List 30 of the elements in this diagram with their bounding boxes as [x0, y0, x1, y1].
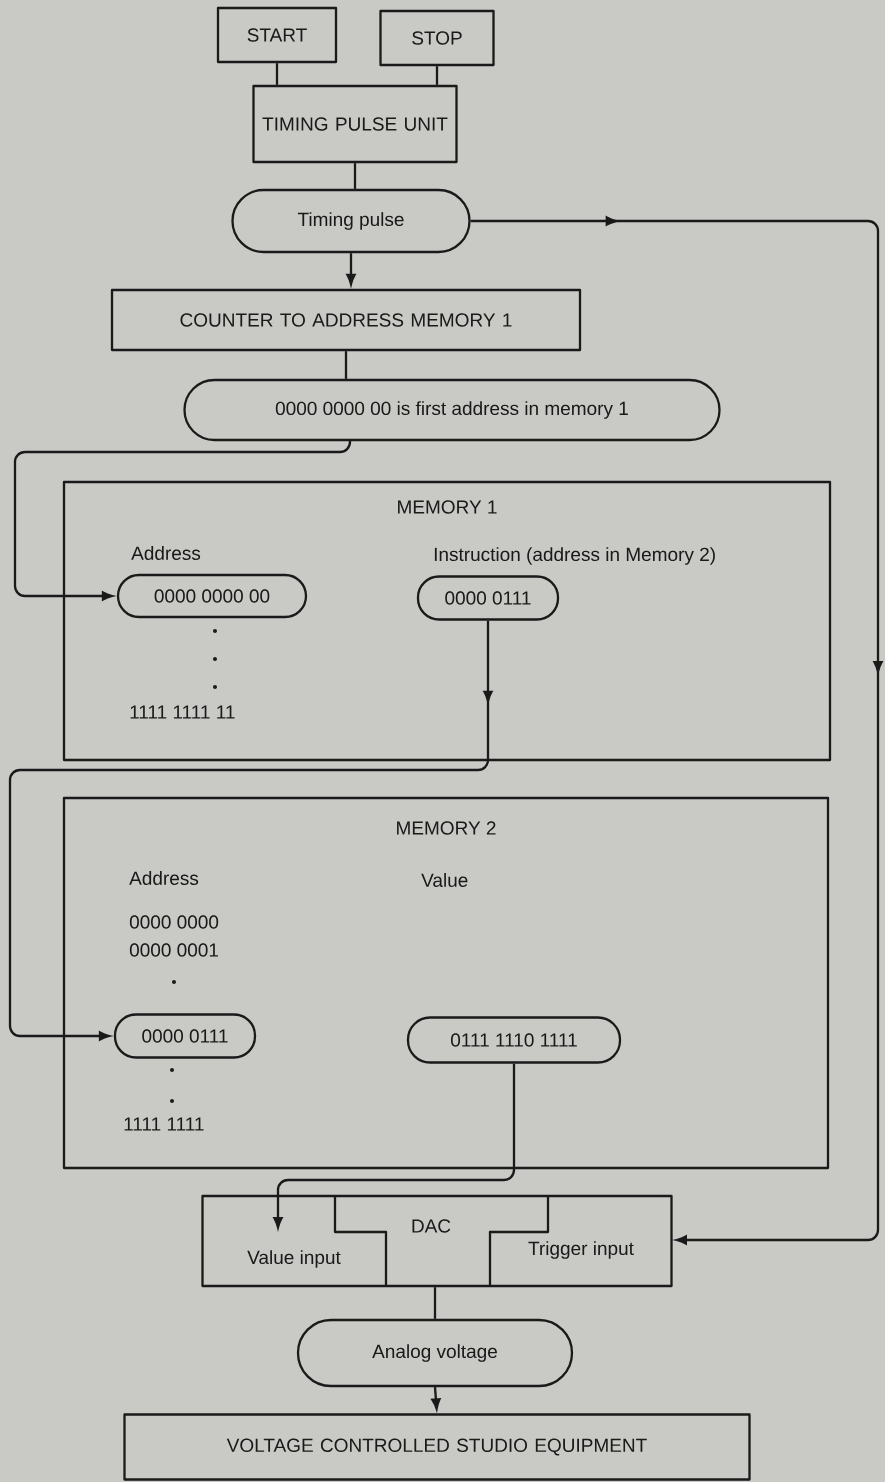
text-label: Value [421, 873, 468, 887]
connector-line [435, 66, 439, 85]
text-label: 1111 1111 11 [130, 705, 235, 719]
arrow [431, 1387, 441, 1410]
connector-line [275, 63, 279, 85]
connector-line [353, 163, 357, 189]
process-box: VOLTAGE CONTROLLED STUDIO EQUIPMENT [123, 1413, 751, 1481]
rounded-box: 0000 0111 [113, 1013, 257, 1059]
rounded-box: Analog voltage [296, 1318, 574, 1388]
process-box: STOP [379, 9, 495, 67]
arrow [8, 620, 493, 1041]
rounded-box: Timing pulse [231, 188, 471, 254]
process-box: TIMING PULSE UNIT [252, 84, 458, 164]
process-box: COUNTER TO ADDRESS MEMORY 1 [110, 288, 582, 352]
rounded-box: 0111 1110 1111 [406, 1016, 622, 1064]
rounded-box: 0000 0000 00 is first address in memory 1 [183, 378, 721, 442]
rounded-box: 0000 0000 00 [116, 573, 308, 619]
process-box: START [216, 6, 338, 64]
text-label: 1111 1111 [124, 1117, 204, 1131]
arrow [470, 216, 883, 1245]
text-label: 0000 0001 [129, 943, 218, 957]
connector-line [433, 1287, 437, 1319]
text-label: Address [129, 871, 199, 885]
connector-line [344, 351, 348, 379]
rounded-box: 0000 0111 [416, 575, 560, 621]
arrow [346, 253, 356, 286]
input-section: Value input [247, 1196, 388, 1286]
input-section: Trigger input [488, 1196, 634, 1286]
text-label: 0000 0000 [129, 915, 219, 929]
arrow [273, 1063, 516, 1229]
